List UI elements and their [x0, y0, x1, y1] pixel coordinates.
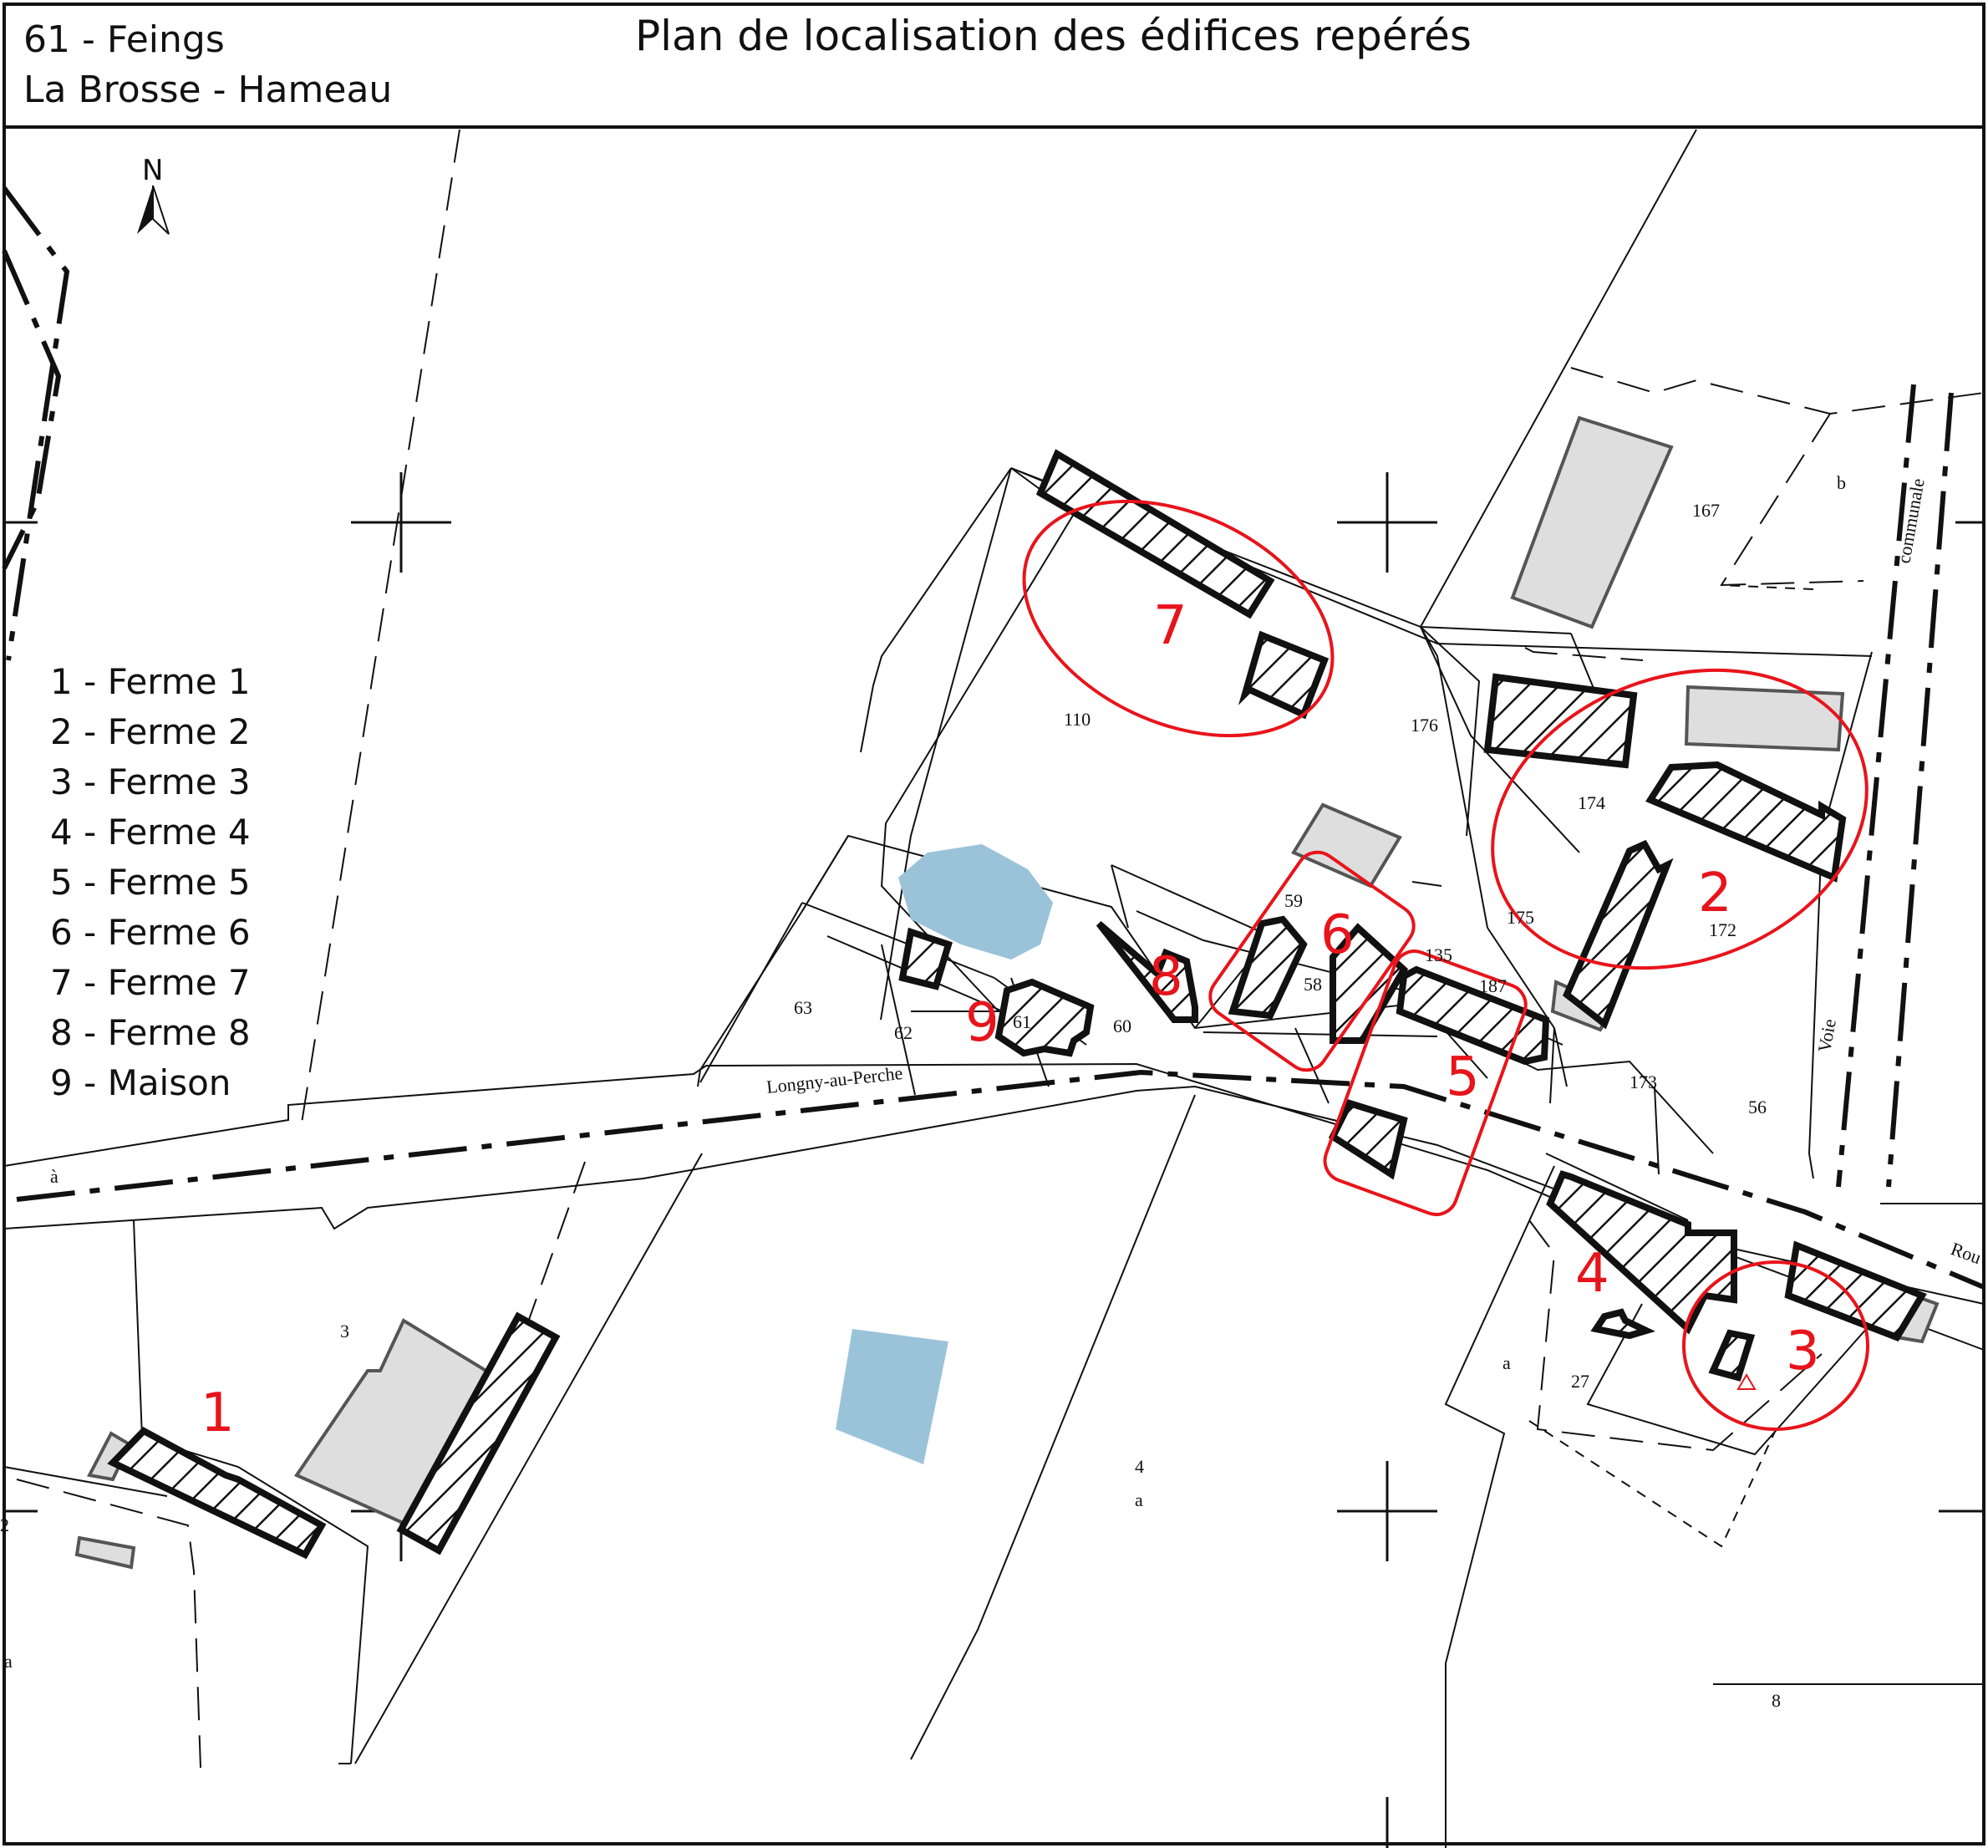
svg-text:187: 187	[1479, 975, 1507, 996]
main-road	[2, 186, 1985, 1290]
marker-7: 7	[1153, 595, 1187, 657]
svg-text:176: 176	[1411, 715, 1438, 736]
listed-buildings	[107, 449, 1927, 1560]
svg-text:174: 174	[1578, 792, 1605, 813]
marker-1: 1	[201, 1382, 235, 1444]
pond-south	[836, 1329, 948, 1464]
svg-text:172: 172	[1709, 919, 1736, 940]
parcel-boundaries	[3, 129, 1985, 1848]
svg-text:4: 4	[1135, 1456, 1144, 1477]
legend-item-7: 7 - Ferme 7	[50, 962, 251, 1003]
road-label-main: Longny-au-Perche	[765, 1062, 903, 1097]
page-title: Plan de localisation des édifices repéré…	[635, 12, 1472, 60]
legend-item-3: 3 - Ferme 3	[50, 761, 251, 802]
marker-labels: 1 2 3 4 5 6 7 8 9	[201, 595, 1820, 1444]
svg-text:3: 3	[340, 1321, 349, 1341]
svg-text:56: 56	[1748, 1097, 1767, 1117]
location-line-1: 61 - Feings	[23, 18, 225, 61]
warning-icon	[1736, 1373, 1757, 1390]
svg-text:27: 27	[1571, 1371, 1589, 1392]
svg-text:110: 110	[1064, 709, 1091, 730]
legend-item-2: 2 - Ferme 2	[50, 711, 251, 752]
grid-crosses	[4, 472, 1984, 1848]
svg-text:2: 2	[0, 1515, 9, 1535]
marker-2: 2	[1698, 863, 1732, 924]
legend-item-5: 5 - Ferme 5	[50, 862, 251, 903]
svg-text:61: 61	[1013, 1011, 1031, 1032]
pond-north	[898, 844, 1053, 960]
svg-text:a: a	[1135, 1489, 1143, 1510]
location-line-2: La Brosse - Hameau	[23, 69, 392, 111]
svg-text:b: b	[1837, 472, 1846, 493]
svg-text:59: 59	[1284, 890, 1303, 911]
svg-text:N: N	[142, 154, 163, 187]
north-arrow-icon: N	[137, 154, 170, 235]
svg-text:58: 58	[1304, 974, 1322, 995]
marker-5: 5	[1446, 1046, 1480, 1108]
legend-item-9: 9 - Maison	[50, 1062, 231, 1103]
gray-buildings	[74, 415, 1940, 1570]
parcel-numbers: 167 b 110 176 174 59 175 172 58 135 187 …	[0, 472, 1846, 1711]
svg-text:63: 63	[794, 997, 812, 1018]
road-label-voie: Voie	[1813, 1017, 1840, 1054]
marker-6: 6	[1320, 904, 1355, 966]
legend-item-6: 6 - Ferme 6	[50, 912, 251, 953]
marker-4: 4	[1575, 1243, 1609, 1305]
svg-text:8: 8	[1772, 1690, 1781, 1711]
marker-8: 8	[1149, 946, 1183, 1008]
svg-text:135: 135	[1425, 944, 1452, 965]
svg-text:173: 173	[1630, 1072, 1657, 1092]
legend: 1 - Ferme 1 2 - Ferme 2 3 - Ferme 3 4 - …	[33, 652, 267, 1103]
legend-item-4: 4 - Ferme 4	[50, 812, 251, 853]
svg-text:167: 167	[1692, 500, 1720, 521]
legend-item-8: 8 - Ferme 8	[50, 1012, 251, 1053]
legend-item-1: 1 - Ferme 1	[50, 661, 251, 702]
svg-text:a: a	[1502, 1352, 1511, 1373]
road-label-communale: communale	[1893, 476, 1928, 564]
svg-text:a: a	[4, 1651, 13, 1672]
road-label-route: Rou	[1948, 1238, 1984, 1268]
svg-text:62: 62	[894, 1022, 913, 1043]
svg-text:60: 60	[1113, 1016, 1131, 1036]
map-border	[3, 3, 1985, 1845]
svg-text:à: à	[50, 1166, 58, 1187]
svg-text:175: 175	[1507, 907, 1534, 928]
marker-9: 9	[965, 992, 999, 1054]
red-outlines	[1022, 499, 1869, 1431]
marker-3: 3	[1786, 1321, 1820, 1382]
